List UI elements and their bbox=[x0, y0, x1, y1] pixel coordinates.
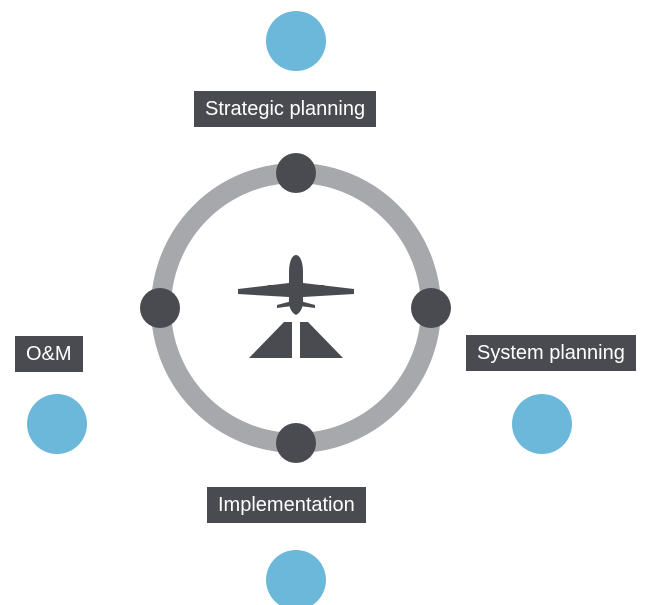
implementation-circle bbox=[266, 550, 326, 605]
ring-node-top bbox=[276, 153, 316, 193]
ring-node-right bbox=[411, 288, 451, 328]
strategic-planning-label: Strategic planning bbox=[194, 91, 377, 127]
ring-node-left bbox=[140, 288, 180, 328]
om-label: O&M bbox=[15, 336, 83, 372]
strategic-planning-circle bbox=[266, 11, 326, 71]
system-planning-label: System planning bbox=[466, 335, 636, 371]
implementation-label: Implementation bbox=[207, 487, 366, 523]
ring-node-bottom bbox=[276, 423, 316, 463]
airplane-over-runway-icon bbox=[238, 255, 354, 358]
om-circle bbox=[27, 394, 87, 454]
system-planning-circle bbox=[512, 394, 572, 454]
